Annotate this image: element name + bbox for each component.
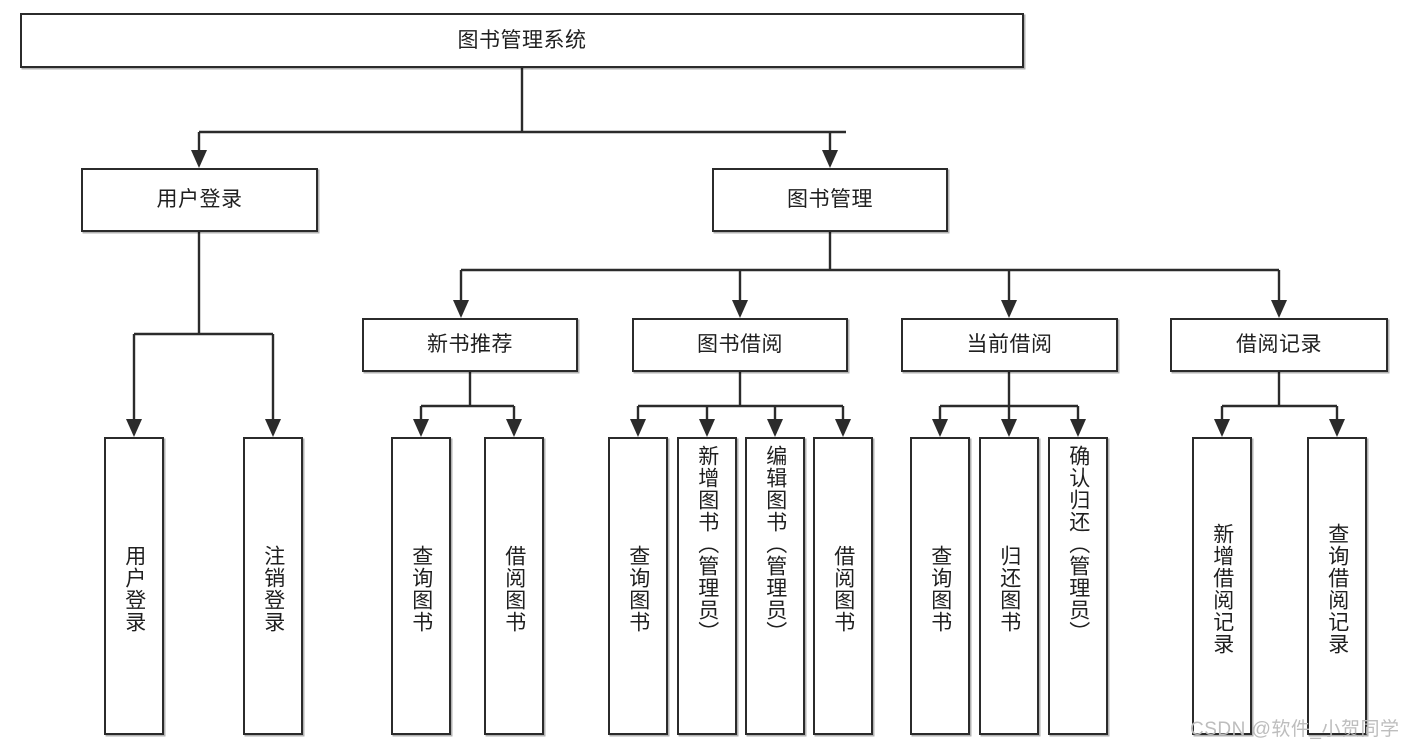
node-root-label: 图书管理系统 [457, 28, 587, 52]
arrowhead-bb-leaf4 [835, 419, 851, 437]
arrowhead-borrow-record [1271, 300, 1287, 318]
arrowhead-new-book [453, 300, 469, 318]
leaf-label: 借阅图书 [831, 545, 855, 633]
arrowhead-nb-leaf1 [413, 419, 429, 437]
node-current-borrow[interactable]: 当前借阅 [901, 318, 1118, 372]
arrowhead-book-borrow [732, 300, 748, 318]
node-book-manage-label: 图书管理 [787, 188, 873, 212]
arrowhead-br-leaf2 [1329, 419, 1345, 437]
leaf-new-book-borrow[interactable]: 借阅图书 [484, 437, 544, 735]
leaf-current-borrow-return[interactable]: 归还图书 [979, 437, 1039, 735]
node-user-login[interactable]: 用户登录 [81, 168, 318, 232]
node-book-borrow[interactable]: 图书借阅 [632, 318, 848, 372]
leaf-label: 新增图书（管理员） [695, 445, 719, 643]
leaf-borrow-record-add[interactable]: 新增借阅记录 [1192, 437, 1252, 735]
leaf-label: 确认归还（管理员） [1066, 445, 1090, 643]
leaf-label: 查询图书 [928, 545, 952, 633]
arrowhead-bb-leaf2 [699, 419, 715, 437]
leaf-label: 新增借阅记录 [1210, 523, 1234, 655]
arrowhead-cb-leaf3 [1070, 419, 1086, 437]
leaf-book-borrow-query[interactable]: 查询图书 [608, 437, 668, 735]
watermark: CSDN @软件_小贺同学 [1190, 719, 1400, 740]
arrowhead-cb-leaf2 [1001, 419, 1017, 437]
leaf-label: 用户登录 [122, 545, 146, 633]
node-borrow-record-label: 借阅记录 [1236, 333, 1322, 357]
arrowhead-br-leaf1 [1214, 419, 1230, 437]
leaf-label: 查询图书 [626, 545, 650, 633]
leaf-user-login-logout[interactable]: 注销登录 [243, 437, 303, 735]
node-new-book-recommend[interactable]: 新书推荐 [362, 318, 578, 372]
arrowhead-bb-leaf1 [630, 419, 646, 437]
leaf-label: 查询图书 [409, 545, 433, 633]
leaf-book-borrow-add[interactable]: 新增图书（管理员） [677, 437, 737, 735]
leaf-new-book-query[interactable]: 查询图书 [391, 437, 451, 735]
arrowhead-nb-leaf2 [506, 419, 522, 437]
node-book-borrow-label: 图书借阅 [697, 333, 783, 357]
leaf-label: 编辑图书（管理员） [763, 445, 787, 643]
arrowhead-book-manage [822, 150, 838, 168]
arrowhead-ul-leaf2 [265, 419, 281, 437]
leaf-label: 注销登录 [261, 545, 285, 633]
arrowhead-cb-leaf1 [932, 419, 948, 437]
leaf-label: 借阅图书 [502, 545, 526, 633]
leaf-borrow-record-query[interactable]: 查询借阅记录 [1307, 437, 1367, 735]
node-root[interactable]: 图书管理系统 [20, 13, 1024, 68]
node-user-login-label: 用户登录 [156, 188, 243, 212]
arrowhead-bb-leaf3 [767, 419, 783, 437]
leaf-current-borrow-query[interactable]: 查询图书 [910, 437, 970, 735]
arrowhead-current-borrow [1001, 300, 1017, 318]
leaf-current-borrow-confirm[interactable]: 确认归还（管理员） [1048, 437, 1108, 735]
node-borrow-record[interactable]: 借阅记录 [1170, 318, 1388, 372]
node-book-manage[interactable]: 图书管理 [712, 168, 948, 232]
arrowhead-ul-leaf1 [126, 419, 142, 437]
node-current-borrow-label: 当前借阅 [966, 333, 1053, 357]
leaf-user-login-login[interactable]: 用户登录 [104, 437, 164, 735]
node-new-book-recommend-label: 新书推荐 [427, 333, 513, 357]
leaf-label: 归还图书 [997, 545, 1021, 633]
leaf-book-borrow-borrow[interactable]: 借阅图书 [813, 437, 873, 735]
leaf-label: 查询借阅记录 [1325, 523, 1349, 655]
arrowhead-user-login [191, 150, 207, 168]
leaf-book-borrow-edit[interactable]: 编辑图书（管理员） [745, 437, 805, 735]
